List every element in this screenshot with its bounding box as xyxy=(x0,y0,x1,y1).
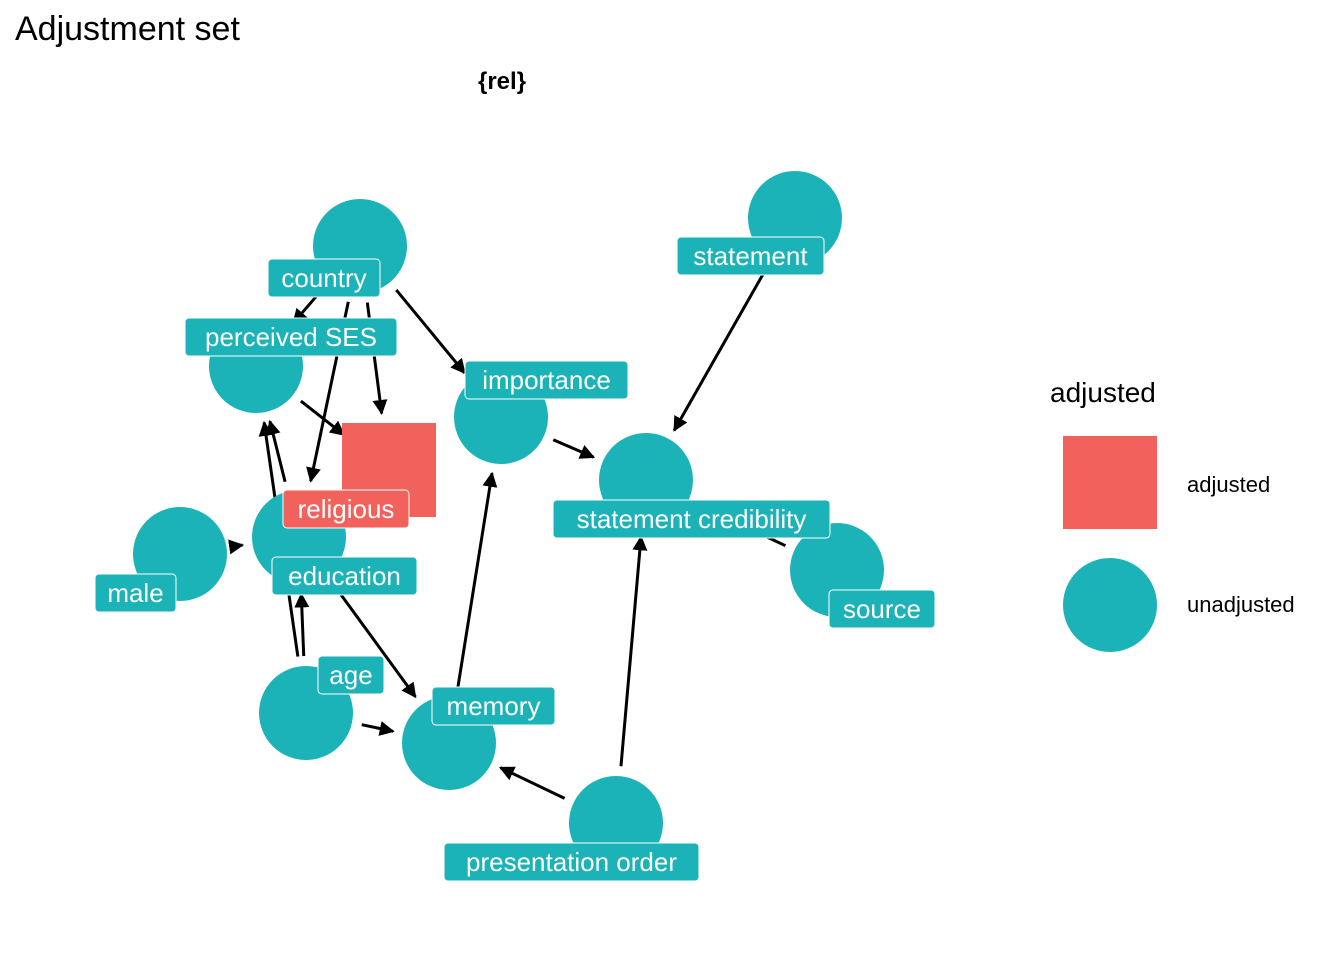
node-label-statement_credibility: statement credibility xyxy=(552,499,831,539)
node-label-education: education xyxy=(271,556,418,596)
facet-subtitle: {rel} xyxy=(478,68,527,95)
node-label-country: country xyxy=(267,258,381,298)
node-label-memory: memory xyxy=(431,686,556,726)
legend-key-adjusted-square xyxy=(1063,436,1157,529)
label-text-source: source xyxy=(843,594,921,624)
label-box-religious xyxy=(282,489,410,529)
node-label-presentation_order: presentation order xyxy=(443,842,700,882)
legend-key-unadjusted-circle xyxy=(1063,558,1157,652)
edge-memory-to-importance xyxy=(456,471,498,687)
edge-education-to-memory xyxy=(331,582,417,699)
legend-keys xyxy=(1063,436,1157,652)
labels-layer: country perceived SES religious male educati… xyxy=(94,236,936,882)
edge-presentation_order-to-statement_credibility xyxy=(619,535,648,767)
legend-title: adjusted xyxy=(1050,377,1156,408)
label-box-memory xyxy=(431,686,556,726)
label-box-statement_credibility xyxy=(552,499,831,539)
label-text-age: age xyxy=(329,660,372,690)
label-text-education: education xyxy=(288,561,401,591)
label-box-perceived_ses xyxy=(184,317,398,357)
edge-statement-to-statement_credibility xyxy=(672,266,769,432)
label-box-statement xyxy=(676,236,825,276)
label-text-perceived_ses: perceived SES xyxy=(205,322,377,352)
node-label-male: male xyxy=(94,573,177,613)
label-text-statement_credibility: statement credibility xyxy=(577,504,807,534)
edge-presentation_order-to-memory xyxy=(499,766,566,800)
legend-label-unadjusted: unadjusted xyxy=(1187,592,1295,617)
label-box-presentation_order xyxy=(443,842,700,882)
label-text-importance: importance xyxy=(482,365,611,395)
chart-title: Adjustment set xyxy=(15,10,240,48)
label-text-statement: statement xyxy=(693,241,808,271)
node-label-age: age xyxy=(317,655,385,695)
node-label-importance: importance xyxy=(464,360,629,400)
node-label-religious: religious xyxy=(282,489,410,529)
label-text-memory: memory xyxy=(447,691,541,721)
label-box-source xyxy=(828,589,936,629)
edge-age-to-education xyxy=(294,592,310,657)
label-box-male xyxy=(94,573,177,613)
node-label-statement: statement xyxy=(676,236,825,276)
label-text-country: country xyxy=(281,263,366,293)
label-box-age xyxy=(317,655,385,695)
label-text-religious: religious xyxy=(298,494,395,524)
label-box-education xyxy=(271,556,418,596)
edge-country-to-importance xyxy=(395,289,466,375)
edge-age-to-memory xyxy=(361,721,395,736)
node-label-source: source xyxy=(828,589,936,629)
edge-male-to-education xyxy=(228,539,245,555)
legend-label-adjusted: adjusted xyxy=(1187,472,1271,497)
label-text-male: male xyxy=(107,578,163,608)
edge-importance-to-statement_credibility xyxy=(552,438,596,459)
label-text-presentation_order: presentation order xyxy=(466,847,677,877)
label-box-importance xyxy=(464,360,629,400)
label-box-country xyxy=(267,258,381,298)
edge-perceived_ses-to-religious xyxy=(299,399,346,437)
node-label-perceived_ses: perceived SES xyxy=(184,317,398,357)
